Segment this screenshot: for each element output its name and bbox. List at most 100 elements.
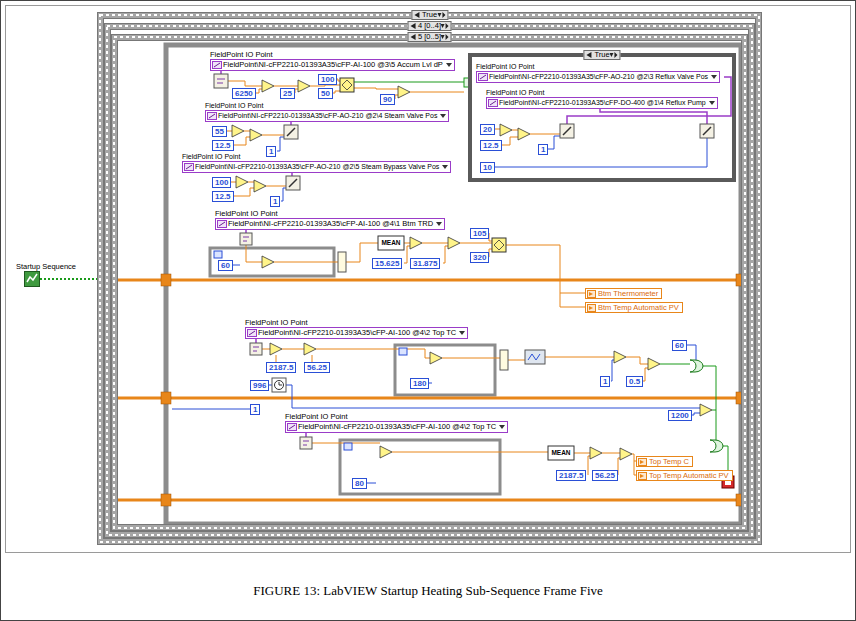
variable-name: Btm Thermometer [598, 289, 658, 298]
refnum-wire [221, 71, 731, 437]
fieldpoint-io-control: FieldPoint IO PointFieldPoint\NI-cFP2210… [210, 50, 455, 71]
io-point-box: FieldPoint\NI-cFP2210-01393A35\cFP-AI-10… [245, 327, 468, 339]
numeric-constant: 12.5 [212, 140, 234, 151]
constant-value: 2187.5 [269, 363, 293, 372]
io-point-box: FieldPoint\NI-cFP2210-01393A35\cFP-AI-10… [285, 421, 508, 433]
subvi-label: Startup Sequence [16, 262, 76, 271]
integer-wire [172, 409, 250, 410]
local-variable-icon [589, 292, 593, 296]
numeric-constant: 1 [250, 404, 260, 415]
numeric-constant: 1 [270, 196, 280, 207]
dropdown-arrow [711, 75, 717, 79]
thin-loop [340, 440, 500, 494]
selector-arrow [437, 11, 446, 19]
startup-wire [40, 278, 104, 280]
film-strip-edge [98, 13, 762, 545]
numeric-wire [443, 246, 448, 263]
io-point-caption: FieldPoint IO Point [285, 412, 508, 421]
io-point-icon [287, 423, 297, 431]
numeric-wire [312, 355, 313, 362]
numeric-constant: 180 [410, 378, 429, 389]
local-variable-icon [588, 291, 596, 298]
icon-text: MEAN [548, 446, 574, 460]
constant-value: 10 [483, 163, 492, 172]
io-point-path: FieldPoint\NI-cFP2210-01393A35\cFP-AI-10… [298, 422, 496, 432]
startup-wire [40, 278, 104, 280]
numeric-wire [282, 349, 304, 350]
numeric-wire [574, 453, 590, 454]
mean-vi-icon [378, 236, 404, 250]
selector-arrow [409, 33, 416, 41]
numeric-constant: 996 [250, 380, 269, 391]
numeric-constant: 60 [672, 340, 687, 351]
io-point-icon [289, 425, 295, 429]
selector-arrow [414, 12, 419, 18]
case-selector: True [583, 50, 620, 60]
fieldpoint-io-control: FieldPoint IO PointFieldPoint\NI-cFP2210… [486, 88, 718, 109]
integer-wire [494, 138, 707, 167]
loop-terminal [344, 443, 352, 450]
constant-value: 56.25 [307, 363, 327, 372]
icon-text: MEAN [548, 446, 574, 460]
constant-value: 2187.5 [559, 471, 583, 480]
arithmetic-node [398, 86, 410, 98]
local-variable-icon [639, 473, 647, 480]
numeric-wire [228, 81, 262, 86]
selector-arrow [437, 13, 441, 17]
refnum-wire [600, 109, 707, 124]
numeric-constant: 55 [212, 126, 227, 137]
numeric-wire [310, 85, 340, 86]
constant-value: 1 [603, 377, 607, 386]
arithmetic-node [500, 124, 512, 136]
figure-caption: FIGURE 13: LabVIEW Startup Heating Sub-S… [0, 581, 856, 599]
io-point-caption: FieldPoint IO Point [205, 101, 449, 110]
selector-arrow [610, 51, 619, 59]
numeric-wire [508, 360, 525, 361]
numeric-wire [626, 357, 648, 364]
or-gate [690, 360, 703, 372]
wait-timer-icon [272, 378, 286, 392]
sequence-frame: 5 [0..5]FieldPoint IO PointFieldPoint\NI… [111, 34, 748, 531]
sequence-frame: 4 [0..4] 5 [0..5]FieldPoint IO PointField… [104, 23, 755, 538]
dropdown-arrow [442, 165, 448, 169]
film-strip-holes [114, 37, 745, 528]
fieldpoint-io-control: FieldPoint IO PointFieldPoint\NI-cFP2210… [182, 152, 451, 173]
constant-value: 1200 [671, 411, 689, 420]
constant-value: 100 [215, 178, 228, 187]
arithmetic-node [430, 352, 442, 364]
while-loop [166, 45, 741, 524]
dropdown-arrow [499, 425, 505, 429]
loop-terminal [399, 348, 407, 355]
constant-value: 50 [321, 89, 330, 98]
dropdown-arrow [458, 329, 466, 337]
fieldpoint-read-icon [250, 343, 262, 355]
io-point-icon [186, 165, 192, 169]
constant-value: 55 [215, 127, 224, 136]
constant-value: 90 [383, 95, 392, 104]
film-strip-holes [107, 26, 752, 535]
local-variable-icon [587, 304, 596, 312]
selector-arrow [585, 51, 592, 59]
io-point-path: FieldPoint\NI-cFP2210-01393A35\cFP-AI-10… [228, 219, 433, 229]
figure-border [6, 6, 851, 553]
io-point-path: FieldPoint\NI-cFP2210-01393A35\cFP-AO-21… [489, 72, 708, 82]
case-selector: 4 [0..4] [407, 21, 452, 31]
icon-text: MEAN [378, 236, 404, 250]
fieldpoint-io-control: FieldPoint IO PointFieldPoint\NI-cFP2210… [245, 318, 468, 339]
array-function-icon [338, 252, 346, 272]
io-point-icon [479, 74, 488, 81]
boolean-wire [354, 82, 464, 83]
numeric-constant: 1 [266, 146, 276, 157]
numeric-wire [545, 357, 614, 358]
while-loop [166, 45, 741, 524]
selector-arrow [441, 22, 450, 30]
io-point-box: FieldPoint\NI-cFP2210-01393A35\cFP-AI-10… [210, 59, 455, 71]
figure-caption: FIGURE 13: LabVIEW Startup Heating Sub-S… [253, 583, 603, 598]
dropdown-arrow [436, 222, 442, 226]
local-variable-icon [589, 306, 593, 310]
io-point-icon [207, 112, 217, 120]
local-variable-icon [587, 290, 596, 298]
film-strip-edge [111, 30, 749, 532]
